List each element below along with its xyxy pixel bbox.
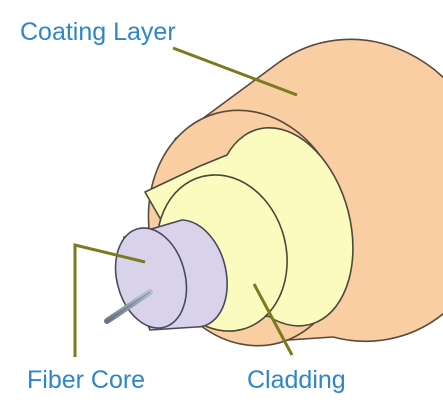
cladding-leader-line — [252, 283, 294, 356]
coating-layer-label: Coating Layer — [20, 18, 176, 46]
leader-lines — [73, 46, 298, 357]
cladding-label: Cladding — [247, 366, 346, 394]
fiber-strand-outline — [106, 291, 151, 322]
fiber-core-label: Fiber Core — [27, 366, 146, 394]
coating-leader-line — [172, 46, 298, 97]
core-leader-line — [73, 243, 146, 357]
fiber-core — [104, 219, 228, 331]
